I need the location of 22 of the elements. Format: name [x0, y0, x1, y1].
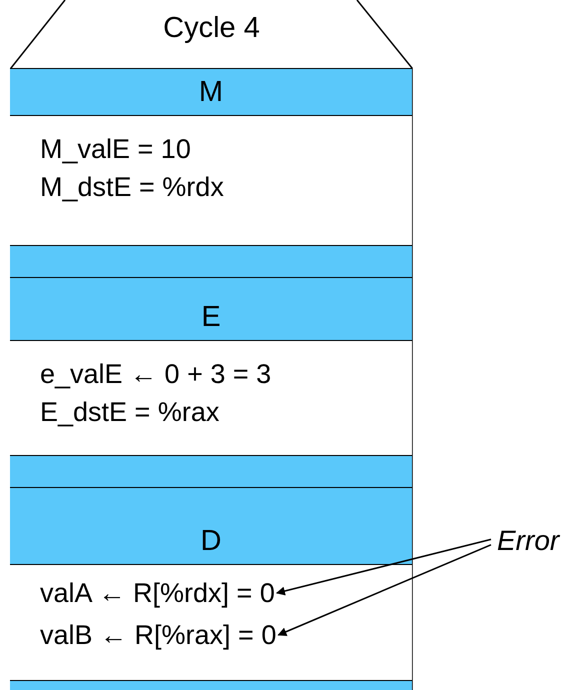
register-box: [10, 115, 412, 245]
stage-label: M: [198, 78, 224, 107]
register-box: [10, 340, 412, 455]
arrow: [276, 538, 492, 596]
register-band: [10, 455, 412, 487]
register-read: valB ← R[%rax] = 0: [40, 617, 276, 653]
register-band: [10, 245, 412, 277]
register-value: e_valE ← 0 + 3 = 3: [40, 358, 272, 391]
arrow: [278, 544, 492, 636]
register-value: E_dstE = %rax: [40, 396, 220, 429]
stage-band: [10, 487, 412, 564]
cycle-frame: [10, 0, 413, 690]
register-read: valA ← R[%rdx] = 0: [40, 575, 275, 611]
register-value: M_dstE = %rdx: [40, 171, 224, 204]
register-box: [10, 564, 412, 680]
stage-band: [10, 277, 412, 340]
register-value: M_valE = 10: [40, 133, 191, 166]
stage-label: E: [200, 303, 222, 332]
stage-band: [10, 68, 412, 115]
error-note: Error: [497, 525, 560, 557]
stage-label: D: [200, 527, 222, 556]
cycle-title: Cycle 4: [162, 12, 261, 45]
